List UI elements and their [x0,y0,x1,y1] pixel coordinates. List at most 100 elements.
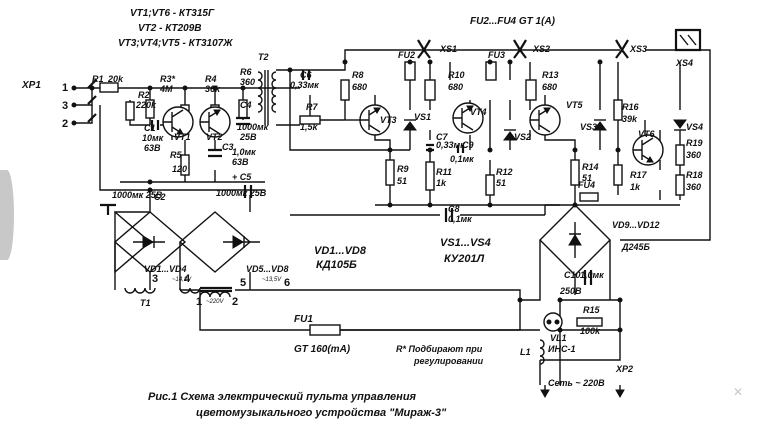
vs4-thyristor [673,119,687,131]
note-rstar-line1: R* Подбирают при [396,344,483,354]
r10-resistor [424,79,436,101]
label-vd9-vd12: VD9...VD12 [612,220,660,230]
label-t2: T2 [258,52,269,62]
label-r17v: 1k [630,182,641,192]
note-rstar-line2: регулировании [413,356,484,366]
caption-line2: цветомузыкального устройства "Мираж-3" [196,407,447,419]
label-c7v: 0,33мк [436,140,465,150]
label-vt3: VT3 [380,115,397,125]
label-r2v: 220k [135,100,157,110]
r18-resistor [675,174,685,196]
label-r19: R19 [686,138,703,148]
label-c3v2: 63В [232,157,249,167]
label-t1-volt: ~220V [206,299,225,305]
label-c5: + C5 [232,172,252,182]
fu1-fuse [309,324,341,336]
xp1-connector [71,79,97,126]
label-r13: R13 [542,70,559,80]
c2-capacitor [100,203,116,215]
label-r1v: 20k [107,74,124,84]
label-xs3: XS3 [629,44,647,54]
label-t1: T1 [140,298,151,308]
r13-resistor [525,79,537,101]
vd9-vd12-bridge [568,222,582,258]
label-r14v: 51 [582,173,592,183]
label-r8v: 680 [352,82,367,92]
label-c7: C7 [436,132,448,142]
vt2-transistor [199,106,231,138]
label-c4: C4 [240,100,252,110]
r3-resistor [145,99,155,119]
l1-inductor [539,339,545,365]
label-pin6: 6 [284,277,290,289]
label-mains: Сеть ~ 220В [548,378,605,388]
label-pin4: 4 [184,273,191,285]
t1-transformer [124,286,232,298]
label-vt6: VT6 [638,129,656,139]
label-vt1: VT1 [174,132,191,142]
c4-capacitor [236,116,250,126]
r15-resistor [576,317,603,327]
label-r7: R7 [306,102,318,112]
label-xs4: XS4 [675,58,693,68]
label-c6v: 0,33мк [290,80,319,90]
label-r13v: 680 [542,82,557,92]
r1-resistor [99,82,119,93]
label-r16v: 39k [622,114,638,124]
label-r15: R15 [583,305,601,315]
label-r9v: 51 [397,176,407,186]
vt5-transistor [529,104,561,136]
label-vd5-vd8: VD5...VD8 [246,264,289,274]
label-r17: R17 [630,170,648,180]
t2-transformer [257,71,277,113]
label-r9: R9 [397,164,409,174]
fu3-fuse [485,61,497,81]
vd1-vd4-bridge [133,235,165,249]
label-vs1-vs4: VS1...VS4 [440,237,491,249]
label-c4v1: 1000мк [237,122,269,132]
label-c10v: 1,0мк [580,270,604,280]
label-r19v: 360 [686,150,701,160]
label-r2: R2 [138,90,150,100]
label-pin1: 1 [196,296,202,308]
label-r3v: 4M [159,84,173,94]
label-c2v: 1000мк 25В [112,190,163,200]
label-r7v: 1,5k [300,122,319,132]
header-line3: VT3;VT4;VT5 - КТ3107Ж [118,38,233,49]
label-r11v: 1k [436,178,447,188]
label-c8: C8 [448,204,460,214]
xs4-socket [674,28,702,52]
label-c4v2: 25В [239,132,257,142]
label-vd1-vd4: VD1...VD4 [144,264,187,274]
label-vs1: VS1 [414,112,431,122]
label-c10v2: 250В [559,286,582,296]
xs2-socket [513,39,527,59]
header-fuse-note: FU2...FU4 GT 1(A) [470,16,556,27]
vt3-transistor [359,104,391,136]
watermark-icon: ✕ [732,385,744,399]
label-r10v: 680 [448,82,463,92]
label-vt2: VT2 [206,132,223,142]
label-c1v2: 63В [144,143,161,153]
vt6-transistor [632,134,664,166]
vt4-transistor [452,102,484,134]
label-r11: R11 [436,167,452,177]
c9-capacitor [456,145,465,153]
label-kd105b: КД105Б [316,259,357,271]
label-r18v: 360 [686,182,701,192]
label-vs4: VS4 [686,122,703,132]
label-r3: R3* [160,74,176,84]
c5-capacitor [243,185,253,198]
label-c10: C10 [564,270,581,280]
vl1-neon-lamp [543,312,563,332]
c3-capacitor [208,148,222,158]
label-r16: R16 [622,102,640,112]
label-fu3: FU3 [488,50,505,60]
label-vd1-vd8: VD1...VD8 [314,245,367,257]
r2-resistor [125,101,135,121]
label-c9v: 0,1мк [450,154,474,164]
label-vt5: VT5 [566,100,584,110]
fu4-fuse [579,192,599,202]
c1-capacitor [150,120,160,130]
